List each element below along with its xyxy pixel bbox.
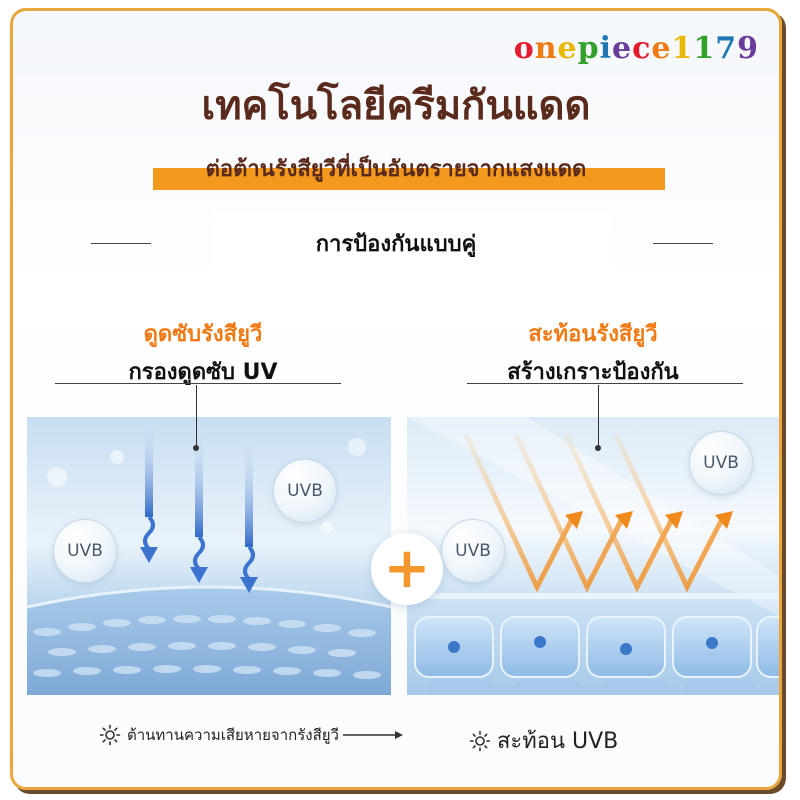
- uvb-badge-right-1: UVB: [441, 519, 505, 583]
- footer-right: สะท้อน UVB: [469, 723, 618, 758]
- uvb-badge-right-2: UVB: [689, 431, 753, 495]
- right-subheading: สร้างเกราะป้องกัน: [507, 360, 679, 385]
- subtitle-rule-left: [91, 243, 151, 244]
- brand-letter: n: [534, 31, 558, 66]
- sun-icon: [469, 730, 491, 751]
- brand-letter: c: [632, 31, 652, 66]
- sun-icon: [99, 724, 121, 746]
- brand-letter: o: [513, 31, 535, 66]
- banner-text: ต่อต้านรังสียูวีที่เป็นอันตรายจากแสงแดด: [205, 157, 587, 182]
- banner-bar: [153, 168, 665, 190]
- brand-letter: e: [612, 31, 633, 66]
- uvb-badge-left-2: UVB: [273, 459, 337, 523]
- brand-letter: 1: [671, 31, 694, 66]
- brand-letter: 9: [737, 31, 759, 66]
- left-heading-rule: [55, 383, 341, 384]
- uvb-badge-left-1: UVB: [53, 519, 117, 583]
- arrow-right-icon: [342, 731, 403, 739]
- brand-letter: e: [651, 31, 672, 66]
- right-pin-dot: [595, 445, 601, 451]
- brand-letter: i: [599, 31, 613, 66]
- left-pin-dot: [193, 445, 199, 451]
- right-heading-rule: [467, 383, 743, 384]
- brand-letter: 7: [715, 31, 738, 66]
- left-heading: ดูดซับรังสียูวี: [143, 322, 263, 347]
- footer-left-text: ต้านทานความเสียหายจากรังสียูวี: [127, 726, 339, 744]
- absorb-scene: [27, 417, 391, 695]
- subtitle-rule-right: [653, 243, 713, 244]
- brand-watermark: onepiece1179: [514, 31, 759, 66]
- brand-letter: 1: [693, 31, 716, 66]
- footer-right-text: สะท้อน UVB: [497, 729, 619, 754]
- right-pin-line: [598, 385, 599, 447]
- left-subheading: กรองดูดซับ UV: [128, 360, 278, 385]
- footer-left: ต้านทานความเสียหายจากรังสียูวี: [99, 723, 403, 747]
- right-heading: สะท้อนรังสียูวี: [528, 322, 658, 347]
- page-title: เทคโนโลยีครีมกันแดด: [201, 83, 591, 129]
- brand-letter: e: [557, 31, 578, 66]
- left-pin-line: [196, 385, 197, 447]
- plus-icon: +: [371, 533, 443, 605]
- brand-letter: p: [577, 31, 600, 66]
- subtitle-panel: [213, 211, 613, 277]
- reflect-scene: [407, 417, 779, 695]
- poster-frame: onepiece1179 เทคโนโลยีครีมกันแดด ต่อต้าน…: [10, 8, 782, 790]
- subtitle: การป้องกันแบบคู่: [315, 232, 477, 257]
